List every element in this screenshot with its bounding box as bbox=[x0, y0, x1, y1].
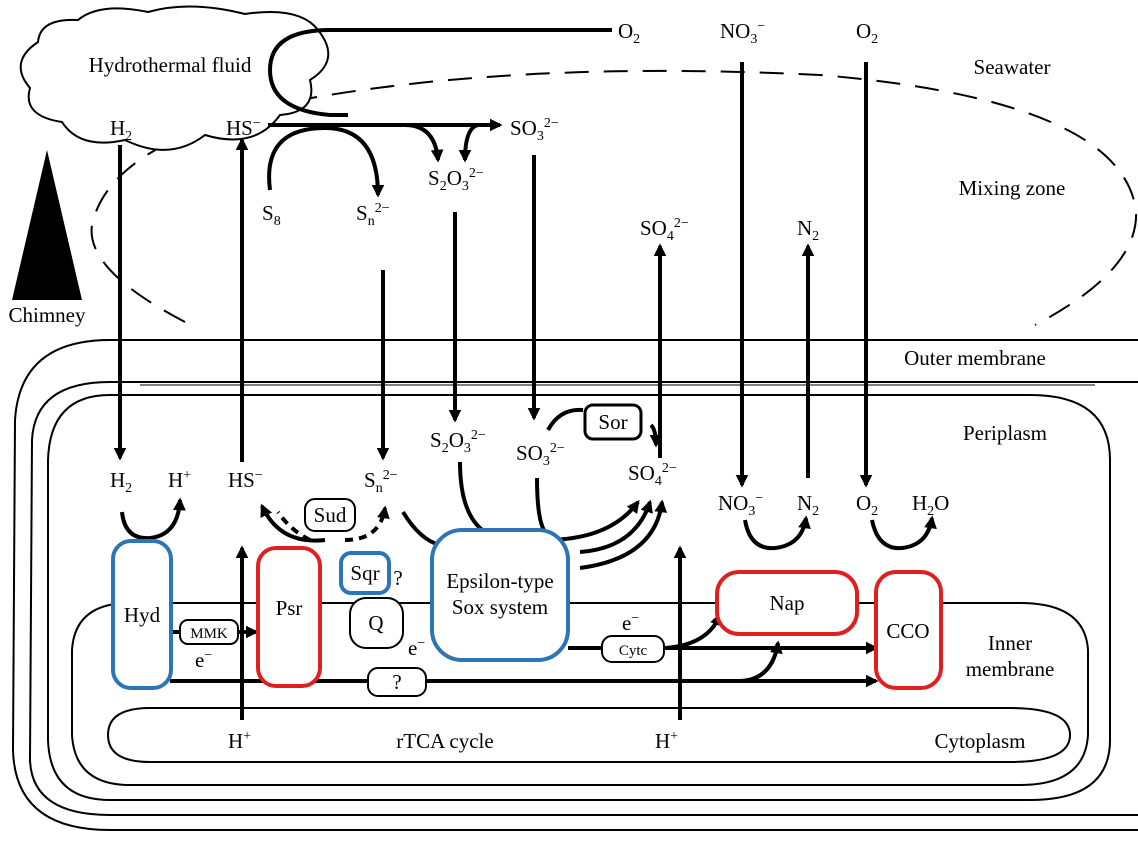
cytoplasm bbox=[106, 707, 1072, 763]
o2-seawater-2: O2 bbox=[856, 19, 878, 47]
sqr-question: ? bbox=[393, 566, 402, 590]
o2-seawater-1: O2 bbox=[618, 19, 640, 47]
seawater-label: Seawater bbox=[974, 55, 1051, 79]
so3-to-sox-arrow bbox=[535, 477, 547, 534]
inner-membrane-label-line1: Inner bbox=[988, 631, 1032, 655]
hydrothermal-cloud bbox=[19, 5, 330, 151]
o2-periplasm: O2 bbox=[856, 491, 878, 519]
o2-to-fluid-arrow bbox=[267, 28, 612, 117]
sox-system bbox=[430, 528, 570, 662]
s2o3-to-sox-arrow bbox=[458, 461, 487, 534]
to-s2o3-arrow-2 bbox=[458, 123, 479, 163]
sn-mixing: Sn2− bbox=[356, 201, 390, 229]
so3-to-sor-arrow bbox=[546, 407, 584, 432]
sox-to-so4-arrow-3 bbox=[579, 499, 668, 570]
sox-to-so4-arrow-2 bbox=[579, 499, 653, 554]
unknown-carrier-box bbox=[367, 667, 427, 697]
sqr-enzyme bbox=[339, 551, 391, 595]
mixing-zone-boundary bbox=[90, 69, 1138, 326]
s2o3-periplasm: S2O32− bbox=[430, 428, 486, 456]
sqr-dashed-arrow bbox=[276, 510, 311, 542]
so3-mixing: SO32− bbox=[510, 116, 559, 144]
sn-periplasm: Sn2− bbox=[364, 468, 398, 496]
no3-periplasm: NO3− bbox=[718, 491, 763, 519]
mmk-box bbox=[179, 619, 239, 645]
mixing-zone-label: Mixing zone bbox=[959, 176, 1066, 200]
sox-label-line1: Epsilon-type bbox=[446, 569, 553, 593]
chimney-icon bbox=[12, 150, 82, 300]
hydrothermal-fluid-label: Hydrothermal fluid bbox=[89, 53, 252, 77]
quinone-box bbox=[349, 597, 404, 649]
h2-periplasm: H2 bbox=[110, 468, 132, 496]
h2-fluid: H2 bbox=[110, 116, 132, 144]
h2o-periplasm: H2O bbox=[912, 491, 949, 519]
quinone-label: Q bbox=[368, 611, 383, 635]
sud-box bbox=[304, 498, 356, 532]
inner-membrane bbox=[71, 602, 1089, 786]
psr-to-hs-arrow bbox=[260, 503, 326, 543]
to-s2o3-arrow-1 bbox=[404, 123, 444, 163]
sox-label-line2: Sox system bbox=[452, 595, 548, 619]
cco-reaction-arrow bbox=[870, 515, 937, 551]
outer-boundary bbox=[11, 339, 1138, 831]
psr-enzyme bbox=[256, 546, 322, 688]
sox-to-so4-arrow-1 bbox=[544, 499, 640, 542]
hyd-reaction-arrow bbox=[120, 497, 186, 541]
hs-periplasm: HS− bbox=[228, 468, 263, 492]
hyd-enzyme bbox=[111, 539, 173, 690]
sor-box bbox=[583, 403, 643, 441]
hplus-periplasm: H+ bbox=[168, 468, 191, 492]
n2-periplasm: N2 bbox=[797, 491, 819, 519]
cytc-to-nap-arrow bbox=[664, 612, 723, 650]
cytoplasm-label: Cytoplasm bbox=[934, 729, 1025, 753]
outer-membrane bbox=[28, 381, 1138, 816]
so4-periplasm: SO42− bbox=[628, 461, 677, 489]
periplasm-boundary bbox=[47, 394, 1111, 801]
n2-mixing: N2 bbox=[797, 216, 819, 244]
periplasm-label: Periplasm bbox=[963, 421, 1047, 445]
s2o3-mixing: S2O32− bbox=[428, 166, 484, 194]
so3-periplasm: SO32− bbox=[516, 441, 565, 469]
mmk-label: MMK bbox=[190, 626, 228, 642]
cytc-label: Cytc bbox=[619, 643, 648, 659]
sud-label: Sud bbox=[314, 503, 347, 527]
so4-mixing: SO42− bbox=[640, 216, 689, 244]
chimney-label: Chimney bbox=[9, 303, 86, 327]
s8-to-sn-arrow bbox=[267, 125, 385, 198]
inner-membrane-label-line2: membrane bbox=[966, 657, 1055, 681]
sor-to-so4-arrow bbox=[649, 423, 663, 448]
rtca-cycle-label: rTCA cycle bbox=[396, 729, 493, 753]
hplus-cytoplasm-1: H+ bbox=[228, 729, 251, 753]
no3-seawater: NO3− bbox=[720, 19, 765, 47]
outer-membrane-label: Outer membrane bbox=[904, 346, 1046, 370]
nap-label: Nap bbox=[770, 591, 805, 615]
cco-enzyme bbox=[874, 570, 943, 690]
sor-label: Sor bbox=[598, 410, 627, 434]
electron-sox: e− bbox=[408, 636, 425, 660]
hs-fluid: HS− bbox=[226, 116, 261, 140]
sqr-label: Sqr bbox=[350, 561, 379, 585]
nap-enzyme bbox=[715, 570, 859, 636]
hplus-cytoplasm-2: H+ bbox=[655, 729, 678, 753]
cco-label: CCO bbox=[886, 619, 929, 643]
s8-mixing: S8 bbox=[262, 201, 281, 229]
psr-label: Psr bbox=[276, 596, 303, 620]
electron-hyd: e− bbox=[195, 648, 212, 672]
unknown-carrier-label: ? bbox=[392, 670, 401, 694]
sn-to-sox-arrow bbox=[401, 510, 441, 547]
nap-reaction-arrow bbox=[743, 515, 811, 551]
cytc-box bbox=[601, 635, 665, 663]
electron-cytc: e− bbox=[622, 611, 639, 635]
sqr-to-sn-dashed-arrow bbox=[344, 505, 390, 542]
hyd-label: Hyd bbox=[124, 603, 161, 627]
